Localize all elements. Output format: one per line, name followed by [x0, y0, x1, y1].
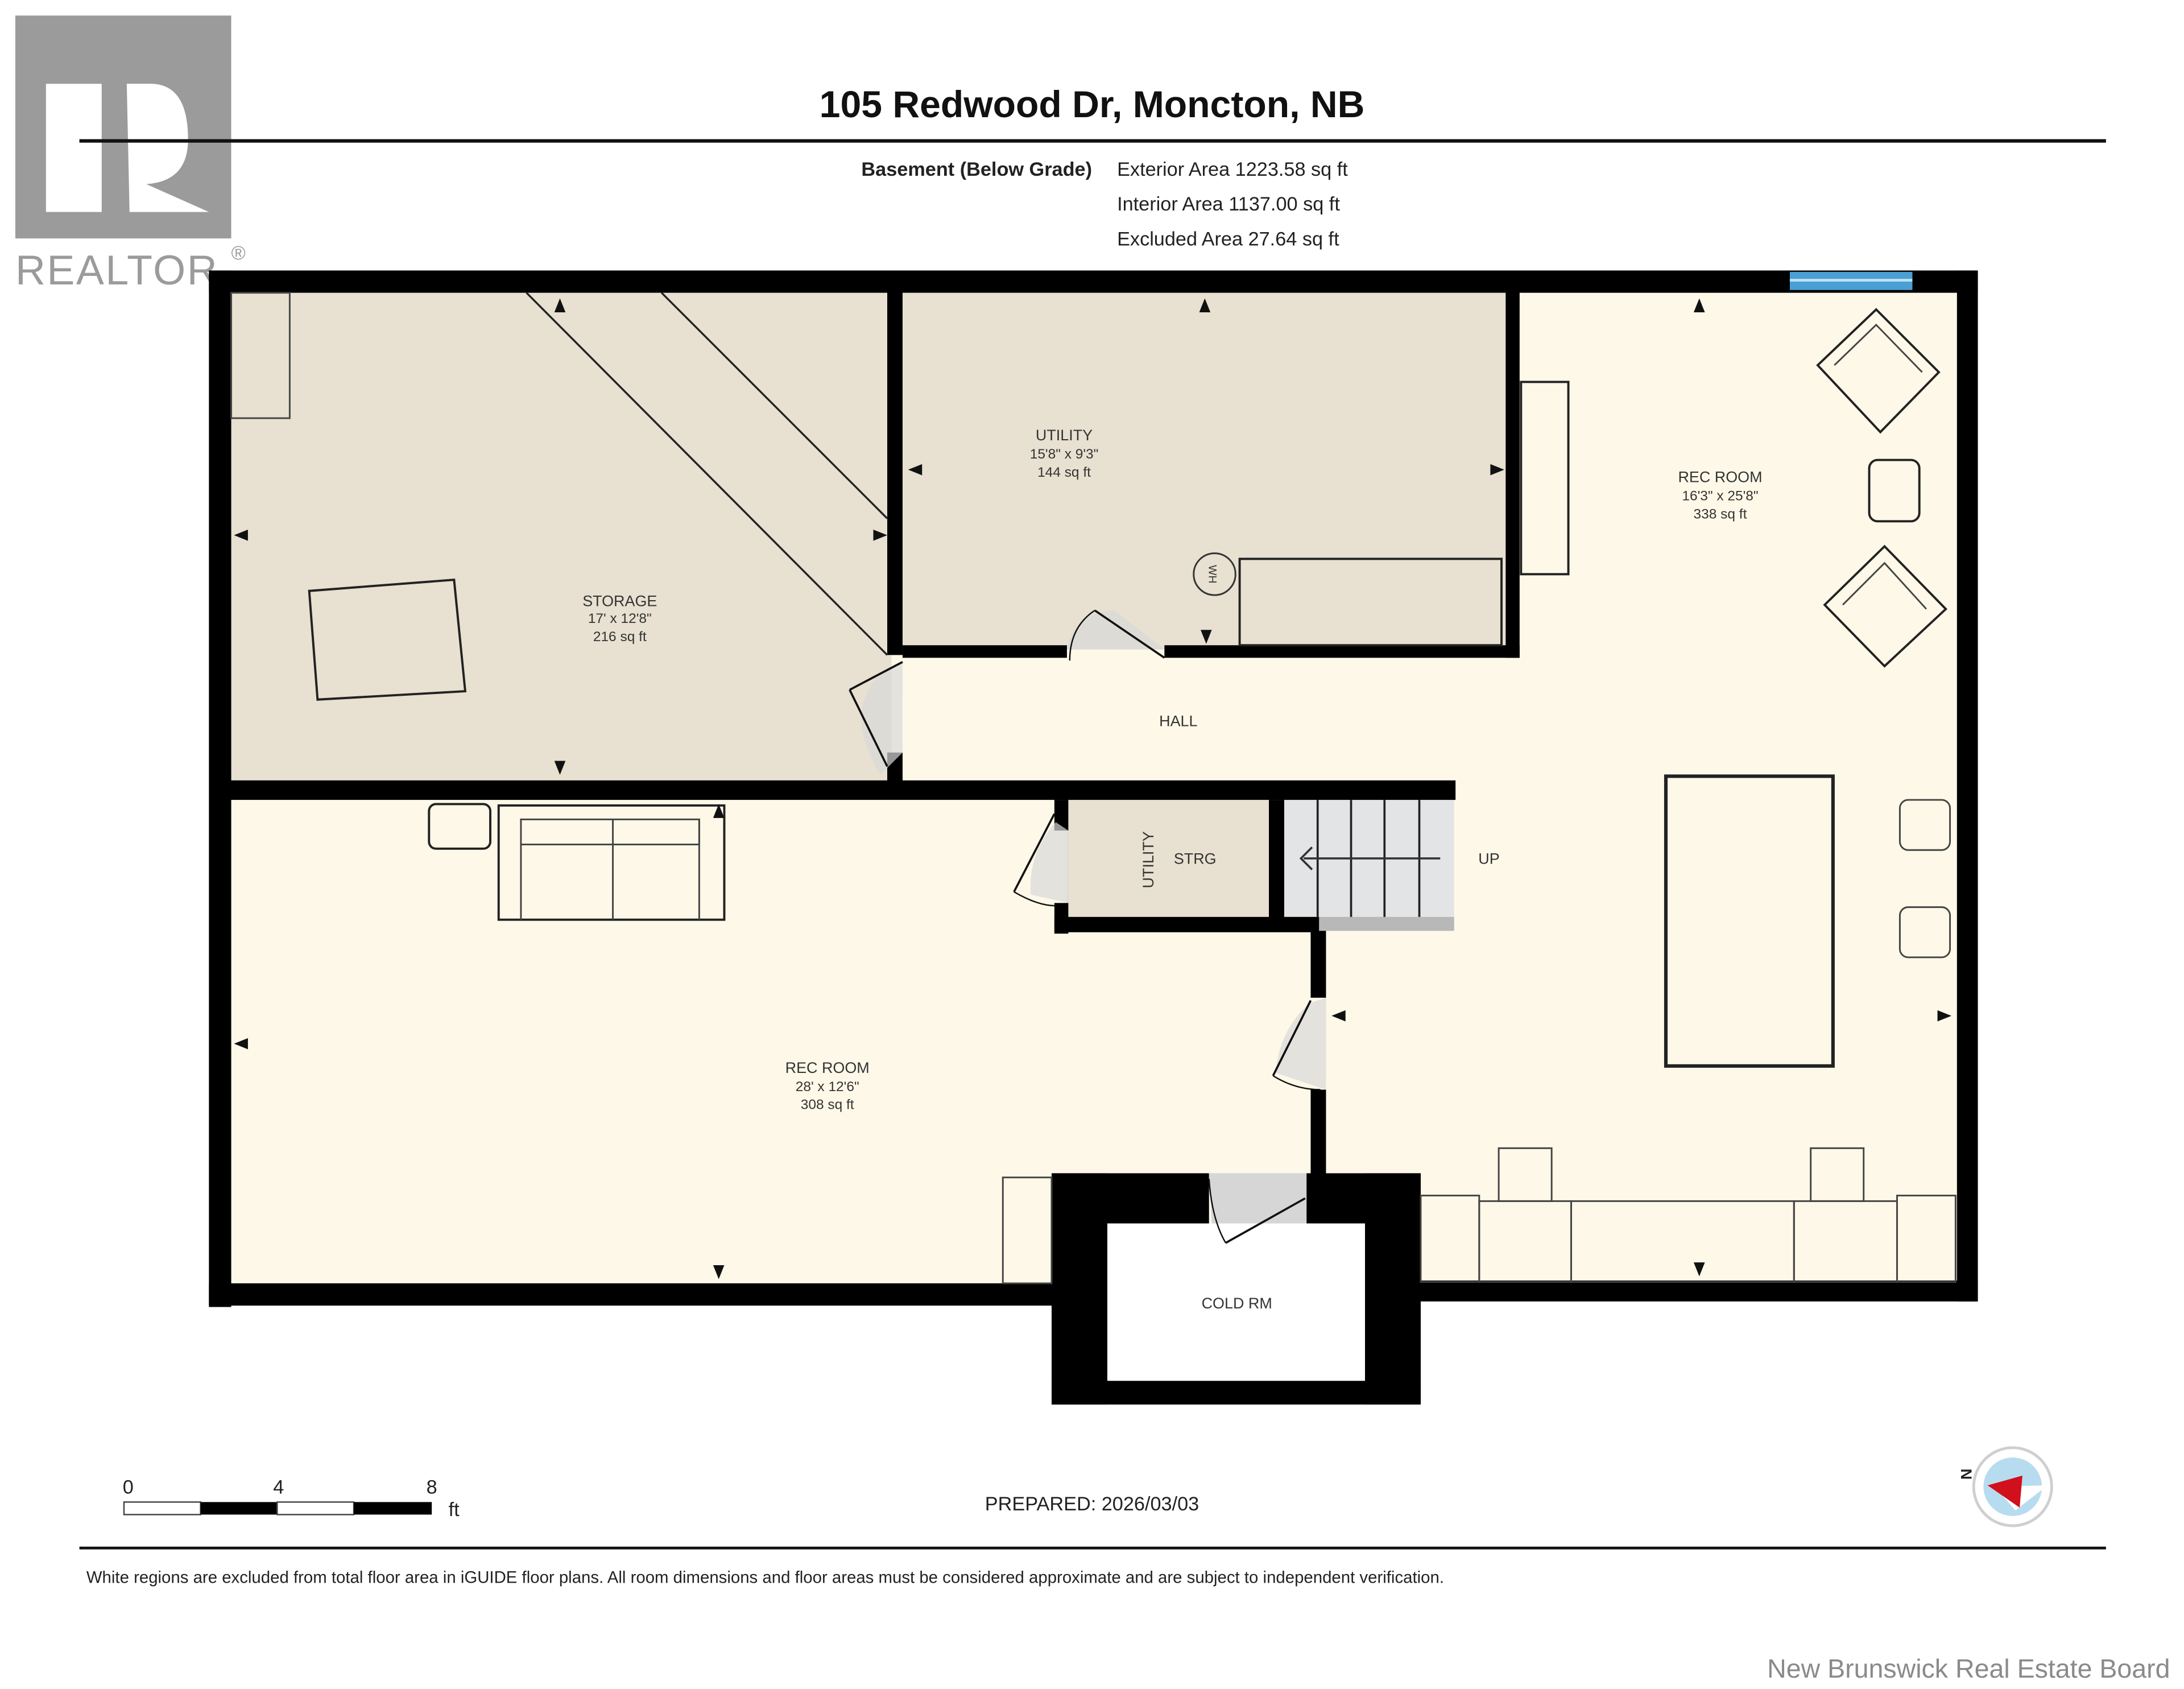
- stair-direction-arrow-icon: [1299, 846, 1441, 870]
- storage-shelf: [230, 292, 291, 419]
- room-label-storage: STORAGE 17' x 12'8" 216 sq ft: [582, 593, 657, 645]
- storage-stair-diagonals: [526, 292, 888, 656]
- armchair-bottom: [1823, 544, 1948, 668]
- water-heater-icon: WH: [1193, 552, 1236, 596]
- sofa: [497, 804, 726, 921]
- property-address-title: 105 Redwood Dr, Moncton, NB: [820, 84, 1365, 126]
- large-table: [1664, 774, 1835, 1068]
- room-label-rec-room-left: REC ROOM 28' x 12'6" 308 sq ft: [785, 1059, 870, 1113]
- tv-console: [1520, 381, 1570, 576]
- excluded-area: Excluded Area 27.64 sq ft: [1117, 228, 1339, 250]
- storage-box: [308, 579, 467, 701]
- chair: [1898, 799, 1951, 851]
- strg-closet-area: [1066, 800, 1269, 920]
- storage-room-area: [230, 292, 892, 783]
- cold-room-area: [1107, 1223, 1365, 1384]
- board-watermark: New Brunswick Real Estate Board: [1767, 1654, 2170, 1683]
- svg-text:ft: ft: [449, 1499, 460, 1521]
- level-label: Basement (Below Grade): [861, 159, 1092, 180]
- svg-text:REC ROOM: REC ROOM: [1678, 469, 1762, 486]
- svg-text:144 sq ft: 144 sq ft: [1037, 465, 1091, 480]
- room-label-hall: HALL: [1159, 712, 1197, 729]
- room-label-utility: UTILITY 15'8" x 9'3" 144 sq ft: [1030, 427, 1099, 480]
- room-label-strg: STRG: [1174, 850, 1217, 868]
- svg-text:17' x 12'8": 17' x 12'8": [588, 611, 652, 626]
- realtor-r-glyph: [126, 84, 209, 212]
- svg-text:15'8" x 9'3": 15'8" x 9'3": [1030, 447, 1099, 462]
- svg-text:8: 8: [427, 1477, 437, 1498]
- doors: [849, 609, 1326, 1244]
- prepared-date: PREPARED: 2026/03/03: [985, 1493, 1199, 1515]
- photo-markers: [234, 298, 1952, 1279]
- walls: [209, 270, 1978, 1405]
- exterior-area: Exterior Area 1223.58 sq ft: [1117, 159, 1348, 180]
- room-label-rec-room-right: REC ROOM 16'3" x 25'8" 338 sq ft: [1678, 469, 1762, 522]
- armchair-top: [1816, 308, 1941, 434]
- utility-room-area: [902, 292, 1509, 650]
- realtor-logo: REALTOR ®: [15, 15, 246, 294]
- svg-text:338 sq ft: 338 sq ft: [1694, 506, 1747, 522]
- scale-bar: 0 4 8 ft: [123, 1477, 460, 1521]
- bar-counter: [1420, 1147, 1956, 1283]
- stairs-up-label: UP: [1478, 850, 1499, 868]
- disclaimer-text: White regions are excluded from total fl…: [86, 1568, 1444, 1587]
- svg-text:0: 0: [123, 1477, 134, 1498]
- svg-text:STORAGE: STORAGE: [582, 593, 657, 610]
- realtor-wordmark: REALTOR: [15, 246, 218, 294]
- end-table: [428, 803, 491, 850]
- svg-text:WH: WH: [1206, 565, 1219, 584]
- svg-text:REC ROOM: REC ROOM: [785, 1059, 870, 1076]
- svg-text:16'3" x 25'8": 16'3" x 25'8": [1682, 489, 1758, 504]
- room-label-utility-small: UTILITY: [1140, 831, 1157, 888]
- svg-text:4: 4: [273, 1477, 284, 1498]
- room-label-cold-room: COLD RM: [1202, 1295, 1272, 1312]
- stairs-area: [1284, 800, 1454, 920]
- compass-north-icon: N: [1958, 1446, 2053, 1527]
- svg-text:308 sq ft: 308 sq ft: [801, 1097, 854, 1113]
- cabinet: [1002, 1176, 1053, 1285]
- utility-counter: [1238, 558, 1503, 647]
- registered-mark: ®: [231, 242, 246, 264]
- side-table: [1868, 459, 1921, 523]
- svg-text:UTILITY: UTILITY: [1036, 427, 1093, 444]
- furniture: WH: [230, 292, 1956, 1285]
- svg-text:28' x 12'6": 28' x 12'6": [796, 1079, 859, 1095]
- svg-text:216 sq ft: 216 sq ft: [593, 629, 647, 645]
- chair: [1898, 906, 1951, 959]
- svg-text:N: N: [1958, 1469, 1975, 1480]
- interior-area: Interior Area 1137.00 sq ft: [1117, 193, 1340, 215]
